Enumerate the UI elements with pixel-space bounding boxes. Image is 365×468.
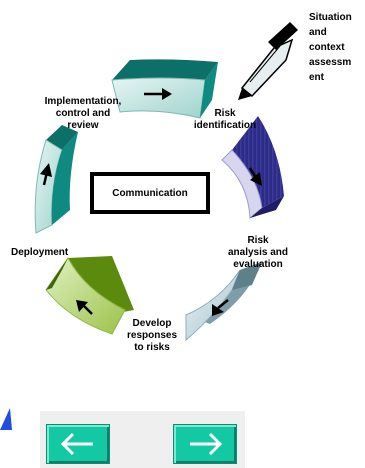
communication-box: Communication — [90, 172, 210, 214]
corner-arrow-icon — [0, 408, 12, 430]
communication-label: Communication — [112, 187, 188, 199]
label-implementation: Implementation, control and review — [44, 96, 122, 131]
arrow-left-icon — [60, 432, 93, 456]
pencil-icon — [238, 22, 298, 100]
bottom-right-segment — [185, 262, 262, 342]
next-button[interactable] — [173, 424, 237, 464]
label-situation-assessment: Situation and context assessm ent — [309, 12, 352, 83]
bottom-left-segment — [45, 256, 134, 335]
top-segment — [111, 59, 218, 119]
label-risk-identification: Risk identification — [193, 108, 257, 131]
label-develop-responses: Develop responses to risks — [126, 318, 178, 353]
label-deployment: Deployment — [11, 247, 69, 258]
arrow-right-icon — [190, 432, 223, 456]
left-segment — [34, 125, 78, 234]
label-risk-analysis: Risk analysis and evaluation — [227, 235, 289, 270]
back-button[interactable] — [46, 424, 110, 464]
right-segment — [221, 116, 284, 220]
